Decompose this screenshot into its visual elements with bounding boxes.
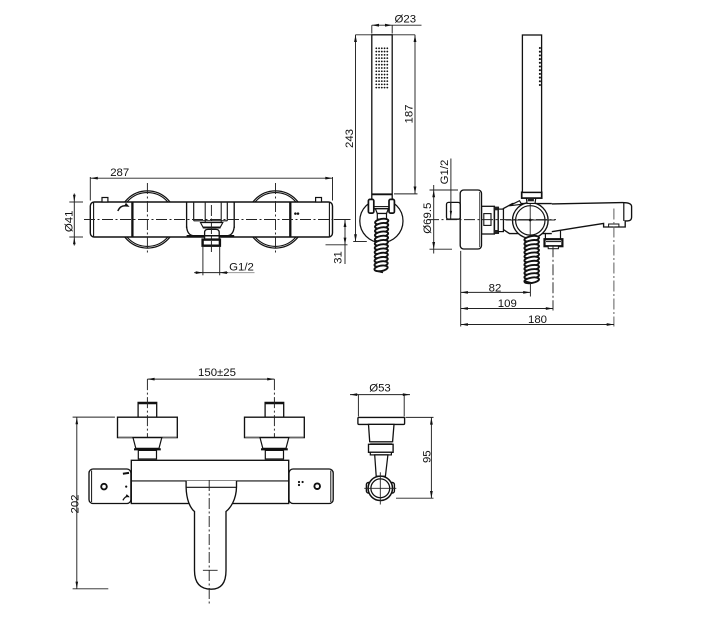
svg-text:82: 82 — [489, 282, 502, 294]
svg-text:287: 287 — [110, 167, 129, 179]
svg-text:243: 243 — [344, 129, 356, 148]
svg-text:202: 202 — [70, 494, 82, 513]
svg-text:95: 95 — [422, 450, 434, 463]
svg-text:31: 31 — [333, 251, 345, 264]
svg-text:150±25: 150±25 — [198, 367, 236, 379]
svg-text:G1/2: G1/2 — [229, 261, 254, 273]
svg-text:180: 180 — [528, 314, 547, 326]
svg-text:109: 109 — [498, 298, 517, 310]
svg-text:Ø69.5: Ø69.5 — [422, 203, 434, 234]
svg-text:187: 187 — [403, 104, 415, 123]
svg-text:Ø23: Ø23 — [395, 14, 417, 26]
svg-text:G1/2: G1/2 — [439, 160, 451, 185]
svg-text:Ø53: Ø53 — [369, 382, 391, 394]
svg-text:Ø41: Ø41 — [64, 211, 76, 233]
